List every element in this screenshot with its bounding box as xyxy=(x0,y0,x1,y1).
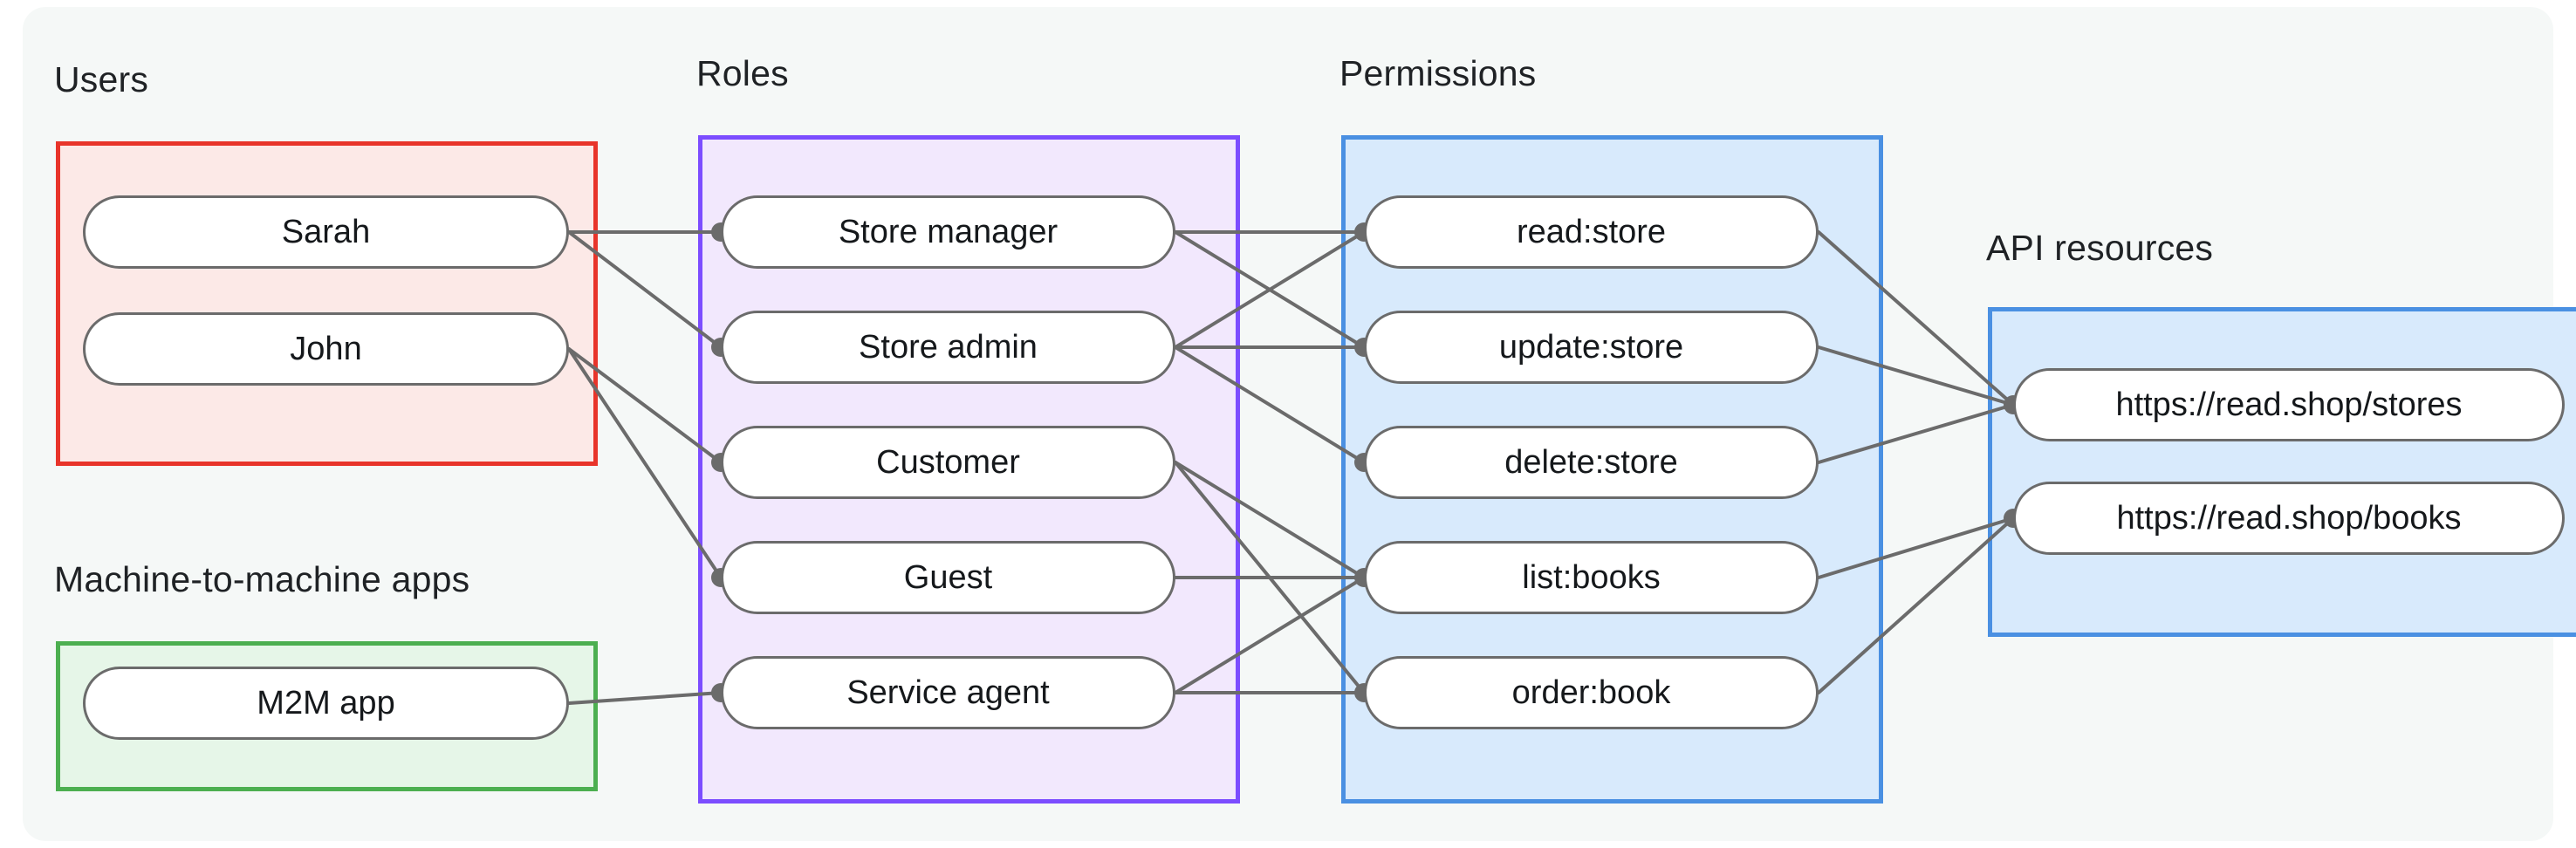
node-delete-store[interactable]: delete:store xyxy=(1364,426,1819,499)
group-label-users: Users xyxy=(54,59,149,99)
node-sarah[interactable]: Sarah xyxy=(83,195,569,269)
node-customer[interactable]: Customer xyxy=(721,426,1175,499)
node-update-store[interactable]: update:store xyxy=(1364,311,1819,384)
node-order-book[interactable]: order:book xyxy=(1364,656,1819,729)
group-label-permissions: Permissions xyxy=(1339,53,1537,93)
node-read-store[interactable]: read:store xyxy=(1364,195,1819,269)
node-resource-stores[interactable]: https://read.shop/stores xyxy=(2013,368,2565,441)
node-store-admin[interactable]: Store admin xyxy=(721,311,1175,384)
node-john[interactable]: John xyxy=(83,312,569,386)
node-guest[interactable]: Guest xyxy=(721,541,1175,614)
node-store-manager[interactable]: Store manager xyxy=(721,195,1175,269)
node-resource-books[interactable]: https://read.shop/books xyxy=(2013,482,2565,555)
node-m2m-app[interactable]: M2M app xyxy=(83,667,569,740)
group-label-m2m: Machine-to-machine apps xyxy=(54,559,470,599)
group-label-roles: Roles xyxy=(696,53,789,93)
group-label-api-resources: API resources xyxy=(1986,228,2214,268)
group-box-api-resources xyxy=(1988,307,2576,637)
node-list-books[interactable]: list:books xyxy=(1364,541,1819,614)
node-service-agent[interactable]: Service agent xyxy=(721,656,1175,729)
